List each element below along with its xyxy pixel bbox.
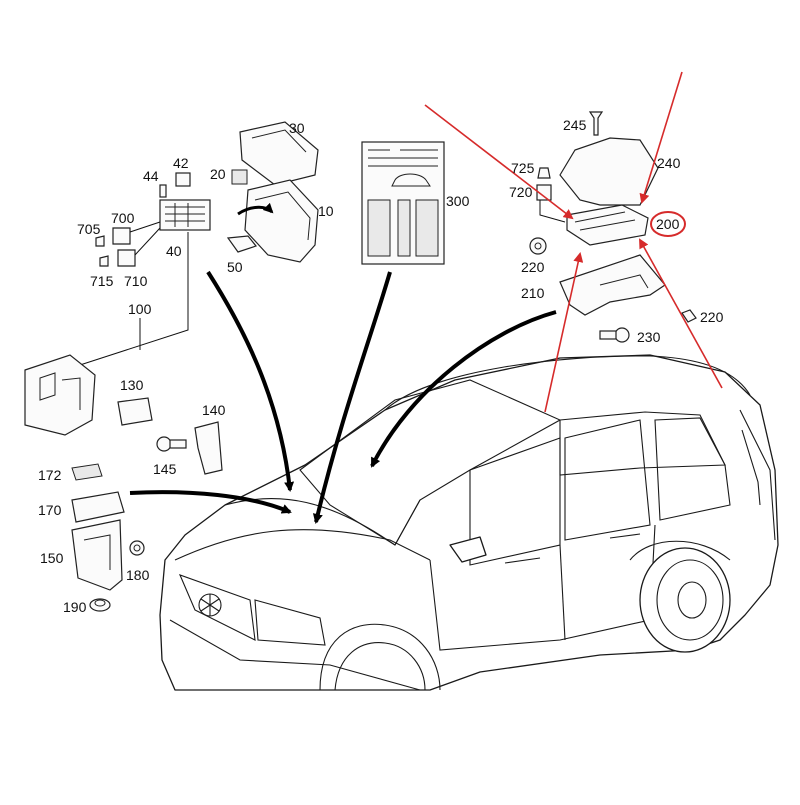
callout-705: 705 bbox=[77, 221, 101, 237]
callout-220-right: 220 bbox=[700, 309, 724, 325]
vehicle-outline bbox=[159, 354, 779, 691]
callout-150: 150 bbox=[40, 550, 64, 566]
callout-240: 240 bbox=[657, 155, 681, 171]
part-220-nut-right bbox=[681, 309, 697, 323]
part-145-bolt bbox=[156, 436, 187, 452]
callout-720: 720 bbox=[509, 184, 533, 200]
part-210-bracket bbox=[559, 254, 666, 316]
callout-245: 245 bbox=[563, 117, 587, 133]
callout-20: 20 bbox=[210, 166, 226, 182]
callout-40: 40 bbox=[166, 243, 182, 259]
callout-44: 44 bbox=[143, 168, 159, 184]
callout-10: 10 bbox=[318, 203, 334, 219]
part-180-nut bbox=[129, 540, 145, 556]
red-pointer-2 bbox=[639, 71, 683, 204]
part-710-terminal bbox=[117, 249, 136, 267]
flow-arrow-label bbox=[312, 271, 392, 524]
part-230-bolt bbox=[599, 327, 630, 343]
part-700-terminal bbox=[112, 227, 131, 245]
callout-180: 180 bbox=[126, 567, 150, 583]
part-10-fuse-box-housing bbox=[244, 179, 319, 263]
flow-arrow-module bbox=[370, 310, 557, 468]
red-pointer-3 bbox=[544, 252, 584, 413]
part-725-terminal bbox=[537, 167, 551, 179]
part-30-fuse-box-cover bbox=[239, 121, 319, 186]
callout-172: 172 bbox=[38, 467, 62, 483]
part-100-sam-module bbox=[24, 354, 96, 436]
part-720-connector bbox=[536, 184, 552, 201]
part-715-terminal bbox=[99, 255, 109, 267]
callout-725: 725 bbox=[511, 160, 535, 176]
red-pointer-4 bbox=[639, 238, 723, 389]
part-220-nut-left bbox=[529, 237, 547, 255]
part-172-cover bbox=[71, 463, 103, 481]
part-190-grommet bbox=[89, 598, 111, 612]
callout-170: 170 bbox=[38, 502, 62, 518]
part-40-fuse-carrier bbox=[159, 199, 211, 231]
part-705-terminal bbox=[95, 235, 105, 247]
flow-arrow-fuse-box bbox=[206, 270, 295, 492]
part-130-relay bbox=[117, 397, 153, 426]
part-20-connector bbox=[231, 169, 248, 185]
callout-230: 230 bbox=[637, 329, 661, 345]
part-140-bracket bbox=[194, 421, 223, 475]
callout-50: 50 bbox=[227, 259, 243, 275]
callout-145: 145 bbox=[153, 461, 177, 477]
part-240-cover bbox=[559, 137, 659, 206]
part-245-clip bbox=[588, 111, 604, 136]
callout-210: 210 bbox=[521, 285, 545, 301]
callout-100: 100 bbox=[128, 301, 152, 317]
part-42-relay bbox=[175, 172, 191, 187]
part-200-control-module bbox=[566, 204, 649, 246]
highlight-circle-200 bbox=[650, 211, 686, 237]
part-170-module bbox=[71, 491, 125, 523]
part-50-connector bbox=[226, 235, 258, 253]
callout-300: 300 bbox=[446, 193, 470, 209]
callout-220-left: 220 bbox=[521, 259, 545, 275]
part-150-housing bbox=[71, 519, 123, 591]
callout-140: 140 bbox=[202, 402, 226, 418]
part-44-fuse bbox=[159, 184, 167, 198]
callout-710: 710 bbox=[124, 273, 148, 289]
callout-700: 700 bbox=[111, 210, 135, 226]
callout-42: 42 bbox=[173, 155, 189, 171]
callout-200: 200 bbox=[656, 216, 680, 232]
part-300-fuse-chart-label bbox=[361, 141, 445, 265]
callout-130: 130 bbox=[120, 377, 144, 393]
callout-30: 30 bbox=[289, 120, 305, 136]
flow-arrow-left bbox=[129, 490, 292, 514]
callout-190: 190 bbox=[63, 599, 87, 615]
flow-arrow-carrier bbox=[237, 202, 274, 216]
red-pointer-1 bbox=[424, 104, 574, 220]
callout-715: 715 bbox=[90, 273, 114, 289]
